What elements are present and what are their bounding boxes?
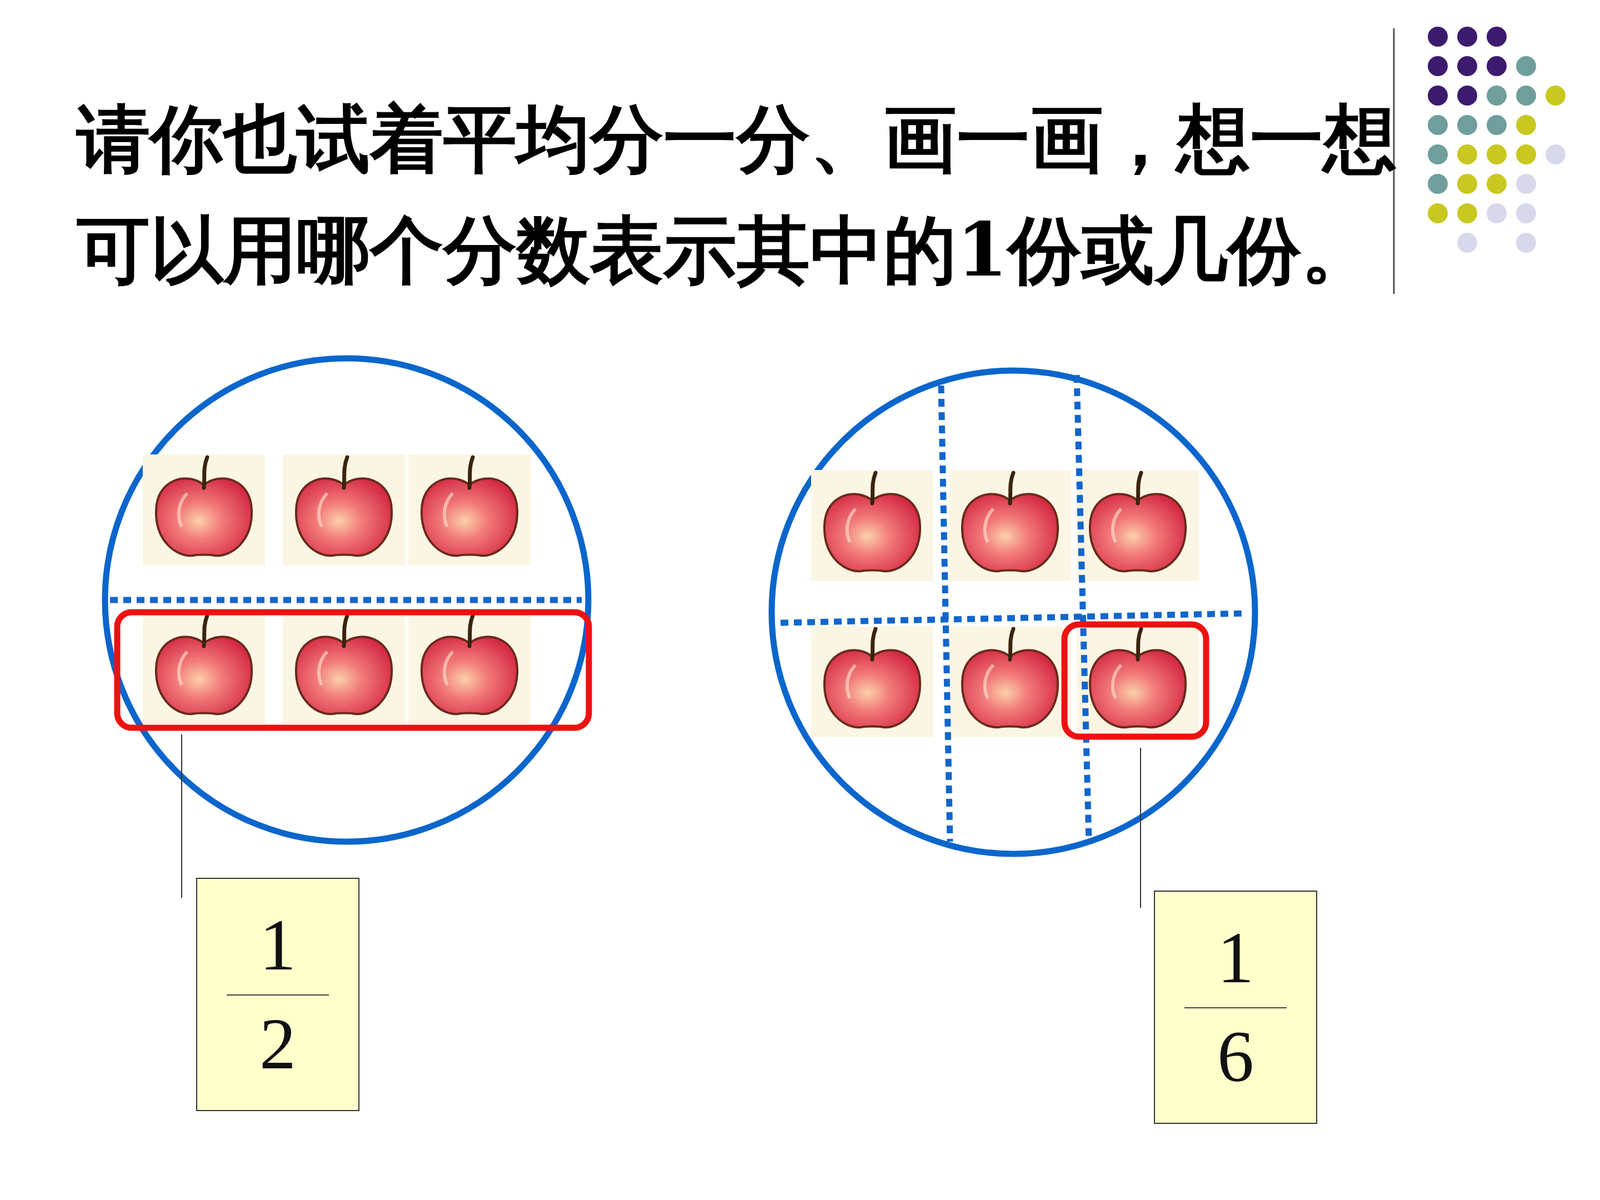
apple [142,612,265,724]
apple [282,612,405,724]
decor-dot [1516,115,1537,135]
decor-dot [1486,144,1507,165]
selection-box [1064,624,1207,737]
decor-dot [1486,115,1507,135]
divide-line [1076,375,1089,842]
decor-dot [1427,173,1448,194]
apple [811,470,934,582]
decor-dot [1516,173,1537,194]
apple [1076,470,1199,582]
decor-dot [1427,203,1448,224]
decor-dot [1457,85,1478,106]
apple [408,612,531,724]
apple [811,626,934,738]
fraction-bar [226,994,329,996]
decor-dot [1427,56,1448,77]
decor-dot [1516,232,1537,253]
decor-dot [1545,144,1566,165]
apple [282,454,405,566]
apple [408,454,531,566]
decor-dot [1486,26,1507,47]
decor-dot [1486,85,1507,106]
denominator: 6 [1217,1015,1254,1099]
fraction-bar [1184,1007,1287,1009]
decor-dot [1516,144,1537,165]
decor-dots [1427,26,1566,253]
decor-dot [1427,26,1448,47]
numerator: 1 [1217,916,1254,1000]
title: 请你也试着平均分一分、画一画，想一想可以用哪个分数表示其中的1份或几份。 [76,83,1444,306]
denominator: 2 [259,1002,297,1086]
decor-dot [1516,85,1537,106]
numerator: 1 [259,903,297,987]
decor-dot [1486,173,1507,194]
apple [948,470,1072,582]
decor-dot [1427,144,1448,165]
apples [142,454,1199,738]
group-circle [771,370,1255,854]
decor-dot [1516,56,1537,77]
fraction-box: 16 [1153,890,1318,1124]
decor-dot [1427,85,1448,106]
divide-line [780,613,1246,623]
fraction-box: 12 [196,877,360,1112]
selection-box [117,612,589,728]
decor-dot [1457,173,1478,194]
divide-line [110,597,582,604]
decor-dot [1427,115,1448,135]
apple [142,454,265,566]
apple [1076,626,1199,738]
apple [948,626,1072,738]
leader-line [181,734,183,898]
divide-line [941,385,950,842]
decor-dot [1457,115,1478,135]
group-circle [105,358,589,842]
decor-dot [1486,56,1507,77]
decor-dot [1457,56,1478,77]
decor-dot [1486,203,1507,224]
decor-dot [1545,85,1566,106]
decor-dot [1457,26,1478,47]
decor-dot [1457,144,1478,165]
leader-line [1140,747,1142,908]
decor-dot [1457,232,1478,253]
decor-dot [1457,203,1478,224]
decor-dot [1516,203,1537,224]
